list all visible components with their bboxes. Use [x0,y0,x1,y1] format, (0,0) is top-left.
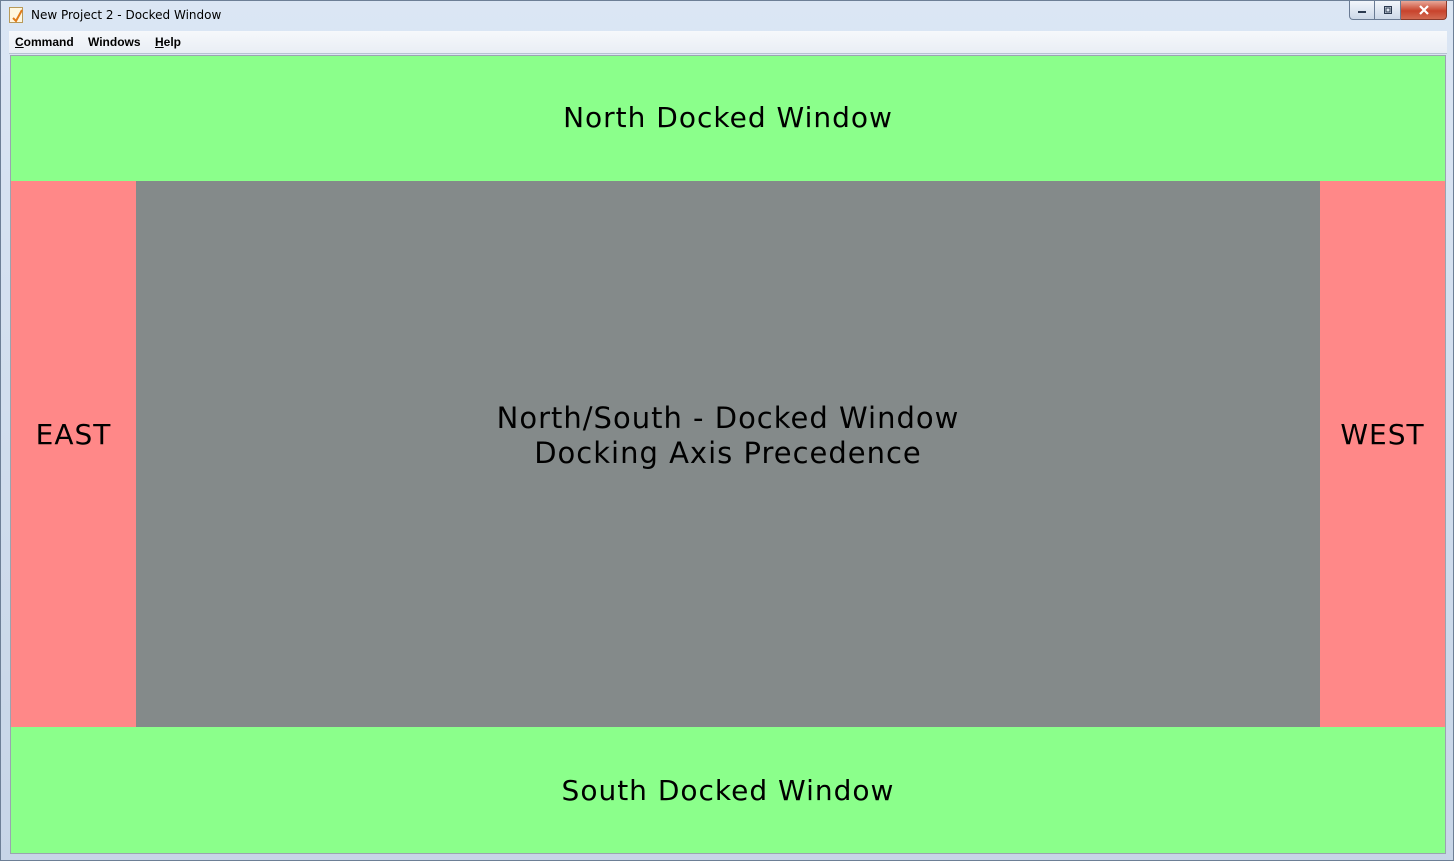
west-docked-window-label: WEST [1340,417,1425,451]
minimize-button[interactable] [1349,1,1375,20]
dock-content-area: North Docked Window EAST North/South - D… [10,55,1446,854]
menu-help-mnemonic: H [155,35,164,49]
east-docked-window[interactable]: EAST [11,181,136,727]
north-docked-window-label: North Docked Window [563,101,893,134]
south-docked-window-label: South Docked Window [561,773,895,807]
close-icon [1418,5,1429,15]
title-bar[interactable]: New Project 2 - Docked Window [1,1,1453,30]
menu-windows-label: Windows [88,35,141,49]
minimize-icon [1358,11,1366,13]
menu-help[interactable]: Help [155,35,181,49]
menu-command[interactable]: Command [15,35,74,49]
restore-icon [1383,6,1392,14]
menu-command-mnemonic: C [15,35,24,49]
east-docked-window-label: EAST [35,417,112,451]
window-title: New Project 2 - Docked Window [31,8,222,22]
caption-buttons [1349,1,1447,21]
center-docked-window[interactable]: North/South - Docked Window Docking Axis… [136,181,1320,727]
center-title-line-2: Docking Axis Precedence [534,436,922,470]
center-title-line-1: North/South - Docked Window [496,401,960,435]
close-button[interactable] [1401,1,1447,20]
west-docked-window[interactable]: WEST [1320,181,1445,727]
restore-button[interactable] [1375,1,1401,20]
menu-bar: Command Windows Help [9,31,1447,54]
app-notepad-icon[interactable] [9,7,23,23]
menu-windows[interactable]: Windows [88,35,141,49]
south-docked-window[interactable]: South Docked Window [11,727,1445,853]
menu-command-label: ommand [23,35,74,49]
menu-help-label: elp [163,35,182,49]
north-docked-window[interactable]: North Docked Window [11,56,1445,181]
